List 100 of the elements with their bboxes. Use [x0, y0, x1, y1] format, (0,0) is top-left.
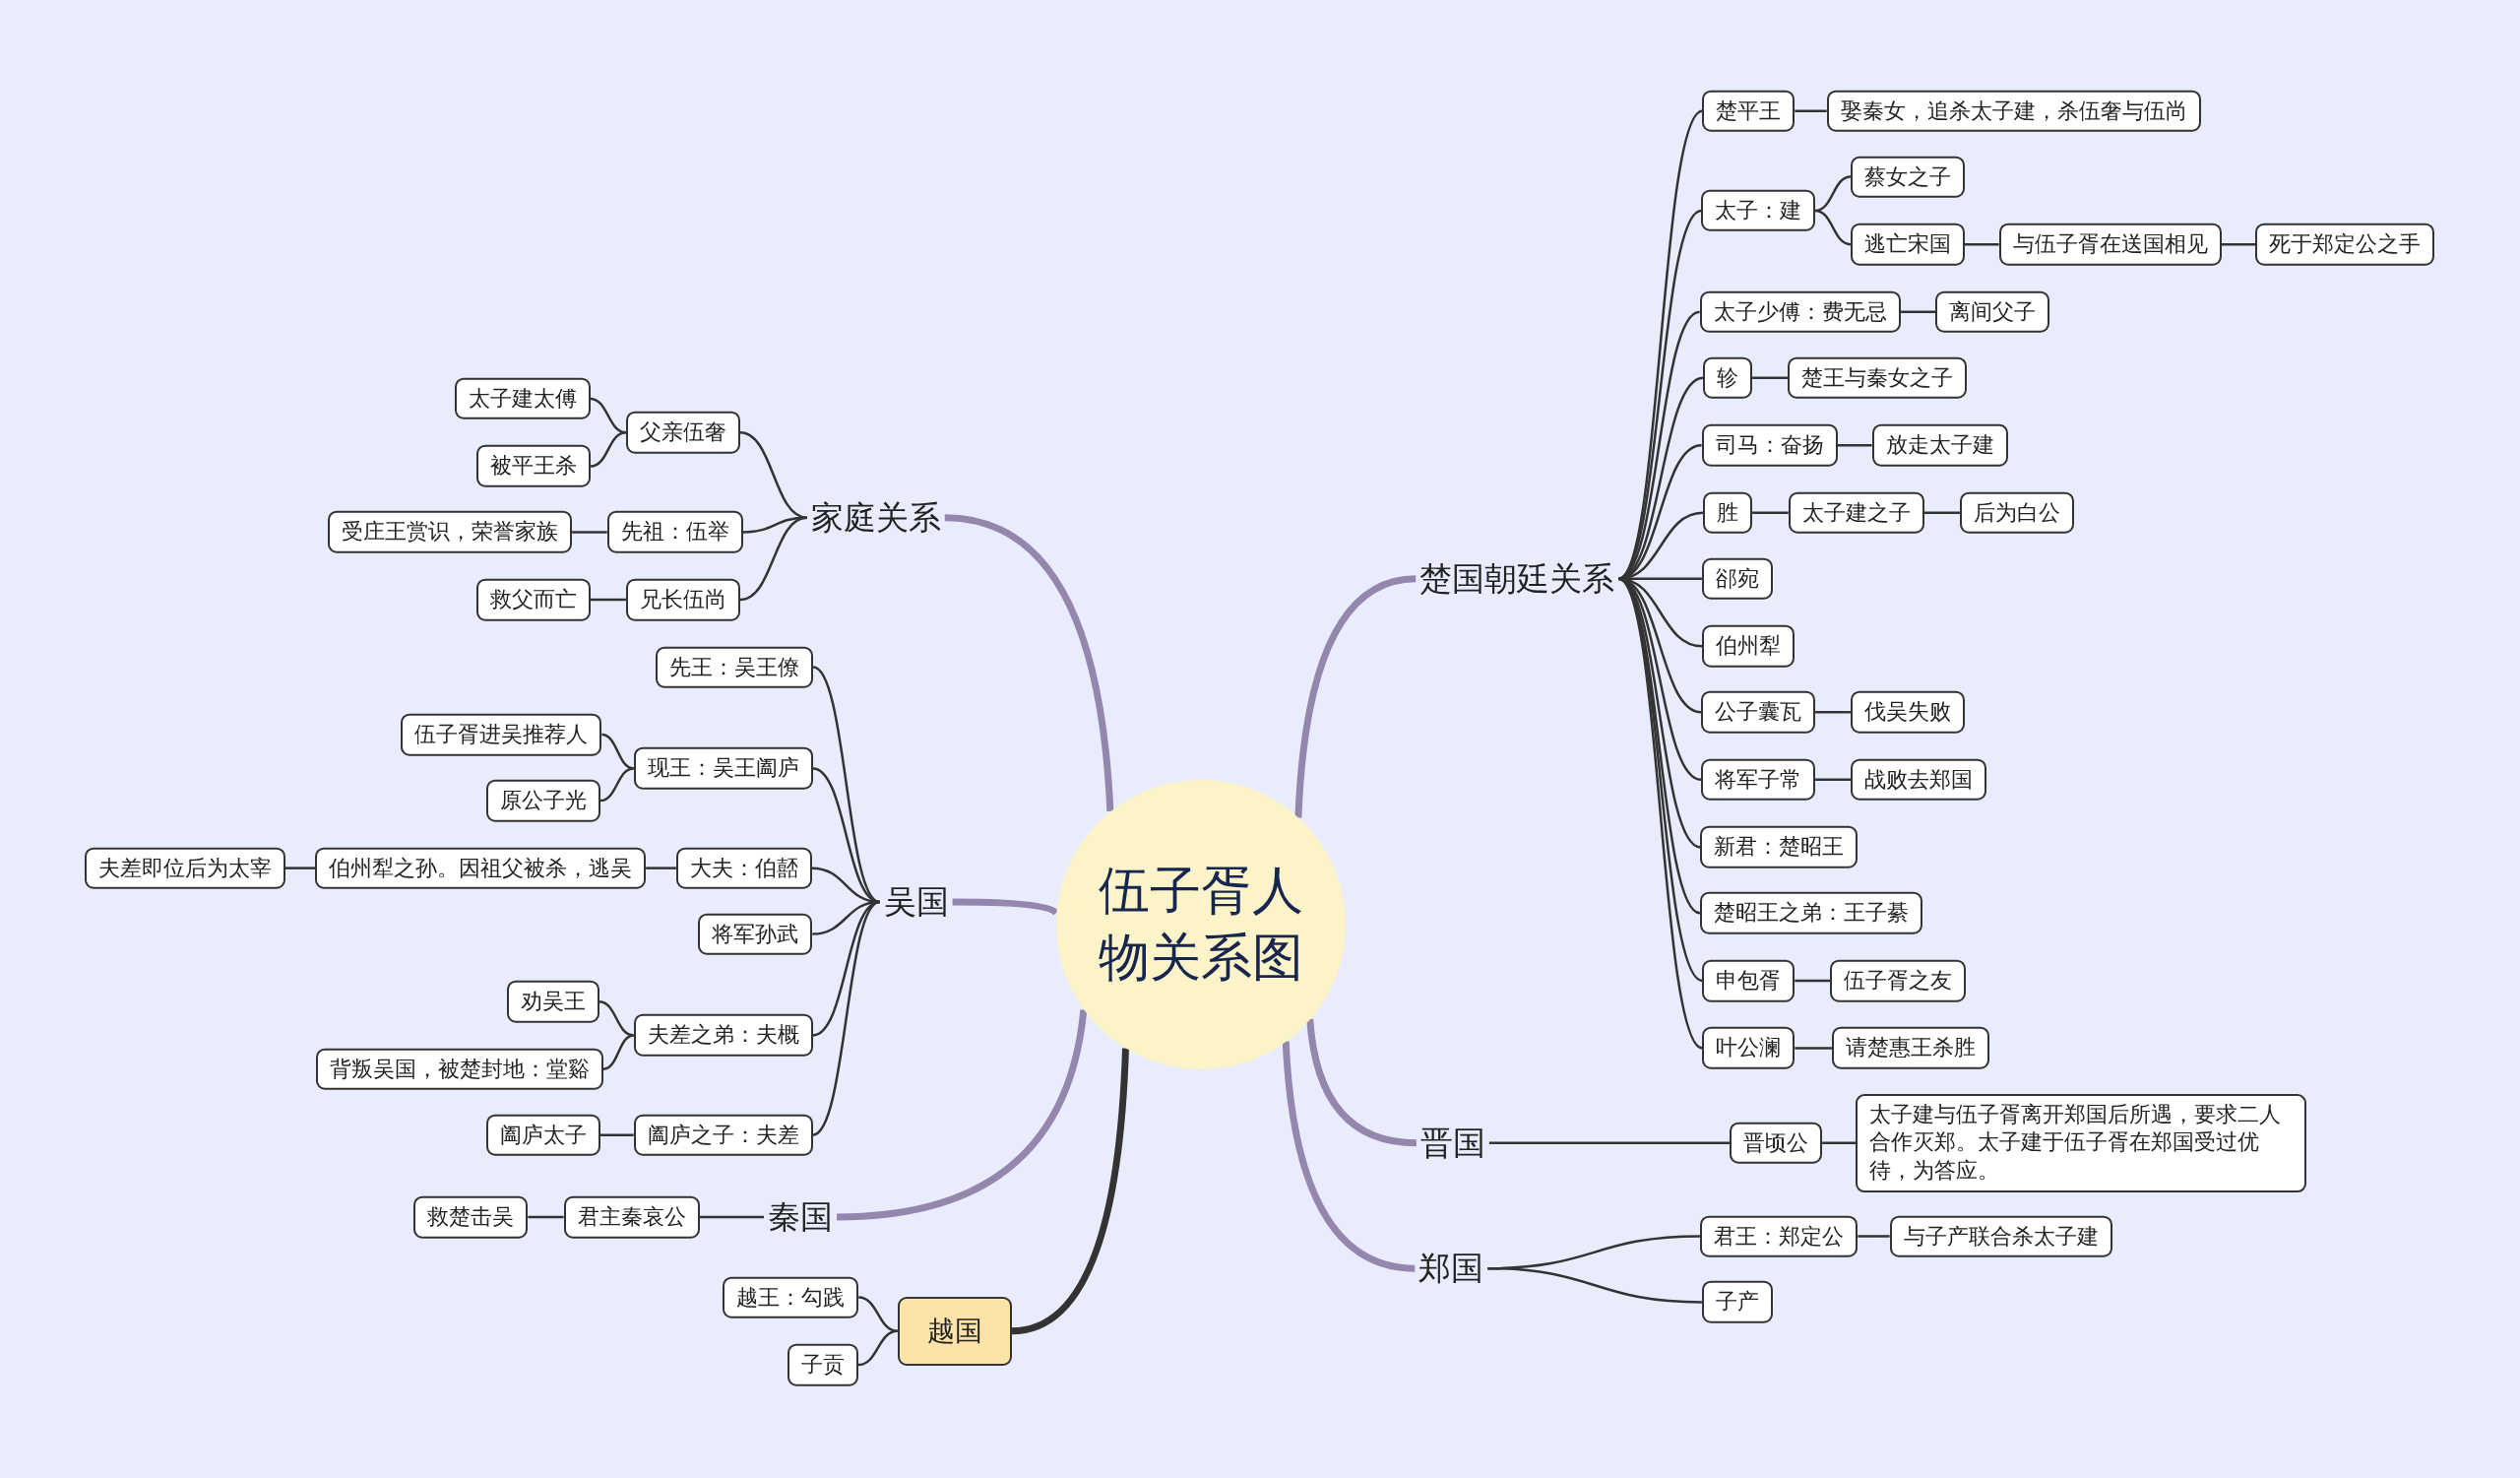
topic-box: 受庄王赏识，荣誉家族 — [328, 511, 573, 553]
topic-box: 后为白公 — [1959, 491, 2074, 535]
topic-box: 先祖：伍举 — [606, 511, 743, 553]
topic-box: 申包胥 — [1702, 959, 1796, 1002]
topic-box: 夫差即位后为太宰 — [84, 847, 285, 889]
connector-line — [599, 767, 634, 803]
topic-box: 娶秦女，追杀太子建，杀伍奢与伍尚 — [1826, 90, 2201, 132]
branch-curve — [1011, 1048, 1129, 1335]
branch-heading: 秦国 — [764, 1192, 838, 1242]
branch-curve — [944, 514, 1114, 812]
branch-heading: 郑国 — [1415, 1244, 1488, 1293]
connector-line — [591, 598, 626, 602]
connector-line — [1900, 310, 1936, 313]
topic-box: 伯州犁之孙。因祖父被杀，逃吴 — [315, 847, 647, 889]
connector-line — [812, 900, 881, 1136]
topic-box: 胜 — [1703, 491, 1753, 535]
topic-box: 楚平王 — [1702, 90, 1796, 132]
topic-box: 将军孙武 — [698, 913, 813, 955]
topic-box: 太子建与伍子胥离开郑国后所遇，要求二人合作灭郑。太子建于伍子胥在郑国受过优待，为答应。 — [1856, 1093, 2307, 1192]
topic-box: 君王：郑定公 — [1700, 1215, 1858, 1257]
topic-box: 公子囊瓦 — [1701, 690, 1816, 734]
central-topic-circle: 伍子胥人物关系图 — [1055, 779, 1346, 1069]
topic-box: 将军子常 — [1701, 758, 1816, 802]
connector-line — [1488, 1141, 1731, 1145]
topic-box: 阖庐太子 — [485, 1114, 600, 1156]
connector-line — [602, 1034, 634, 1070]
connector-line — [1795, 1047, 1833, 1050]
connector-line — [1822, 1141, 1857, 1145]
connector-line — [601, 733, 634, 770]
topic-box: 太子建之子 — [1788, 491, 1924, 535]
topic-box: 放走太子建 — [1871, 423, 2008, 467]
connector-line — [598, 999, 634, 1037]
branch-heading: 家庭关系 — [806, 493, 945, 543]
connector-line — [811, 867, 880, 904]
topic-box: 被平王杀 — [476, 445, 592, 487]
topic-box: 新君：楚昭王 — [1700, 826, 1858, 868]
connector-line — [812, 767, 880, 904]
topic-box: 楚王与秦女之子 — [1787, 356, 1967, 399]
topic-box: 请楚惠王杀胜 — [1832, 1027, 1990, 1069]
connector-line — [699, 1215, 765, 1219]
topic-box: 君主秦哀公 — [563, 1195, 700, 1239]
topic-box: 与伍子胥在送国相见 — [1998, 223, 2222, 266]
branch-curve — [1306, 1018, 1418, 1147]
connector-line — [1837, 444, 1872, 447]
topic-box: 越王：勾践 — [723, 1276, 859, 1318]
connector-line — [572, 531, 607, 534]
topic-box: 伐吴失败 — [1850, 690, 1965, 734]
topic-box: 太子：建 — [1701, 189, 1816, 232]
connector-line — [858, 1296, 898, 1333]
topic-box: 救楚击吴 — [413, 1195, 529, 1239]
topic-box: 原公子光 — [485, 779, 600, 822]
topic-box: 司马：奋扬 — [1701, 423, 1838, 467]
topic-box: 伍子胥进吴推荐人 — [401, 713, 602, 756]
topic-box: 楚昭王之弟：王子綦 — [1700, 892, 1922, 934]
topic-box: 离间父子 — [1935, 290, 2050, 334]
connector-line — [739, 516, 808, 602]
connector-line — [1815, 778, 1852, 782]
connector-line — [1487, 1266, 1702, 1304]
connector-line — [599, 1133, 634, 1136]
connector-line — [284, 867, 316, 869]
topic-box: 伍子胥之友 — [1830, 959, 1967, 1002]
topic-box: 背叛吴国，被楚封地：堂谿 — [315, 1048, 603, 1090]
connector-line — [739, 430, 808, 519]
connector-line — [528, 1215, 564, 1219]
connector-line — [1795, 109, 1827, 112]
connector-line — [1858, 1235, 1890, 1238]
topic-box: 逃亡宋国 — [1850, 223, 1965, 266]
branch-heading: 吴国 — [879, 877, 953, 927]
connector-line — [590, 430, 627, 468]
topic-box: 阖庐之子：夫差 — [633, 1114, 813, 1156]
branch-curve — [1294, 575, 1417, 818]
topic-box: 蔡女之子 — [1850, 156, 1965, 198]
topic-box: 现王：吴王阖庐 — [633, 747, 813, 790]
topic-box: 越国 — [897, 1296, 1012, 1366]
branch-heading: 楚国朝廷关系 — [1416, 554, 1619, 604]
topic-box: 救父而亡 — [476, 578, 592, 621]
connector-line — [1752, 511, 1789, 515]
connector-line — [1795, 979, 1831, 983]
topic-box: 叶公澜 — [1702, 1027, 1796, 1069]
connector-line — [1752, 376, 1788, 379]
topic-box: 伯州犁 — [1702, 625, 1796, 668]
topic-box: 兄长伍尚 — [625, 578, 740, 621]
branch-curve — [1282, 1041, 1416, 1272]
topic-box: 战败去郑国 — [1851, 758, 1987, 802]
topic-box: 轸 — [1703, 356, 1753, 399]
topic-box: 大夫：伯嚭 — [675, 847, 812, 889]
topic-box: 父亲伍奢 — [625, 411, 740, 454]
topic-box: 晋顷公 — [1730, 1122, 1823, 1165]
topic-box: 太子少傅：费无忌 — [1699, 290, 1901, 334]
topic-box: 太子建太傅 — [454, 377, 591, 420]
topic-box: 先王：吴王僚 — [656, 646, 814, 688]
connector-line — [1815, 711, 1851, 714]
topic-box: 劝吴王 — [506, 980, 599, 1023]
topic-box: 与子产联合杀太子建 — [1889, 1215, 2112, 1257]
connector-line — [1964, 242, 1999, 246]
connector-line — [812, 666, 881, 903]
connector-line — [1923, 511, 1960, 515]
branch-curve — [836, 1009, 1088, 1221]
topic-box: 夫差之弟：夫概 — [633, 1014, 813, 1057]
connector-line — [1814, 175, 1852, 213]
